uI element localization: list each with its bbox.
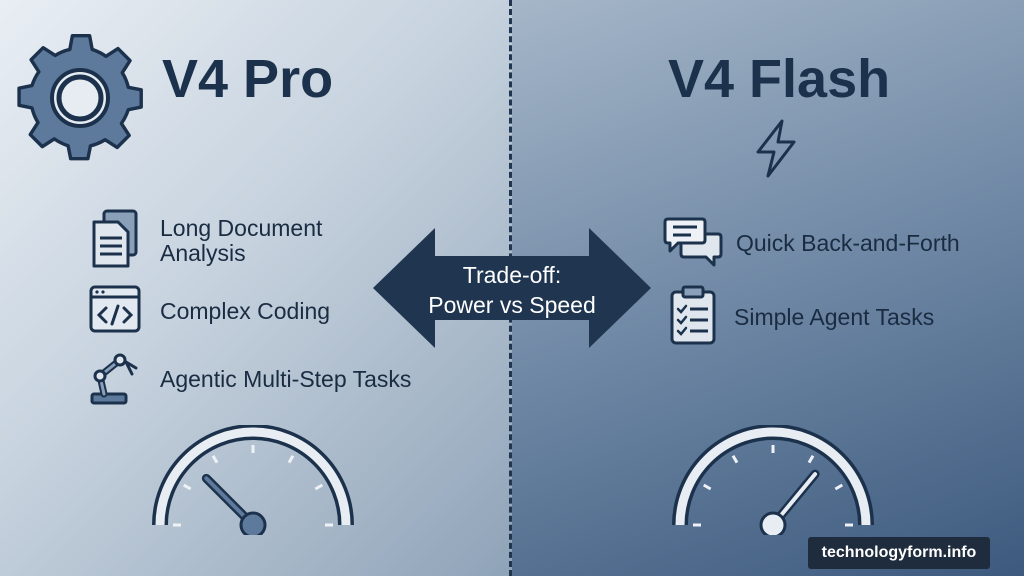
gauge-tick xyxy=(314,483,324,491)
right-title: V4 Flash xyxy=(668,49,891,109)
tradeoff-line-1: Trade-off: xyxy=(462,262,562,288)
code-icon xyxy=(89,285,141,333)
left-title: V4 Pro xyxy=(162,49,334,109)
document-icon xyxy=(92,209,138,268)
feature-agentic-tasks: Agentic Multi-Step Tasks xyxy=(160,366,412,392)
gauge-tick xyxy=(287,454,295,464)
lightning-icon xyxy=(756,119,796,178)
chat-bubbles-icon xyxy=(663,217,723,267)
gauge-tick xyxy=(211,454,219,464)
clipboard-checklist-icon xyxy=(670,285,716,345)
gauge-tick xyxy=(702,483,712,491)
gauge-tick xyxy=(807,454,815,464)
gauge-tick xyxy=(182,483,192,491)
double-arrow xyxy=(373,228,651,348)
power-gauge xyxy=(152,425,354,535)
gauge-tick xyxy=(834,483,844,491)
gauge-hub xyxy=(759,511,787,535)
feature-long-document: Long Document Analysis xyxy=(160,215,323,266)
tradeoff-label: Trade-off: Power vs Speed xyxy=(373,260,651,320)
gauge-hub xyxy=(239,511,267,535)
feature-complex-coding: Complex Coding xyxy=(160,298,331,324)
tradeoff-line-2: Power vs Speed xyxy=(428,292,596,318)
speed-gauge xyxy=(672,425,874,535)
gear-icon xyxy=(17,33,143,161)
feature-quick-back-forth: Quick Back-and-Forth xyxy=(736,230,960,256)
brand-badge: technologyform.info xyxy=(808,537,990,569)
gauge-tick xyxy=(731,454,739,464)
robot-arm-icon xyxy=(90,353,138,405)
feature-simple-agent: Simple Agent Tasks xyxy=(734,304,935,330)
